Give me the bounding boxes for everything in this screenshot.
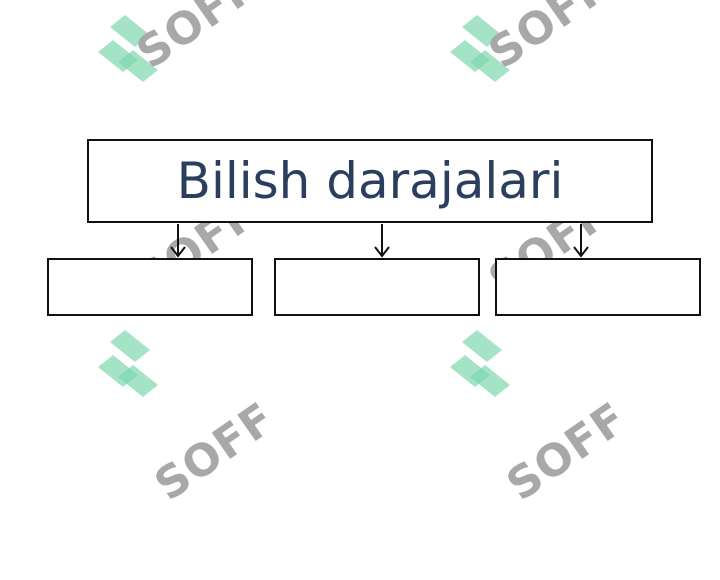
- arrow-head-icon: [170, 246, 186, 258]
- arrow-head-icon: [374, 246, 390, 258]
- title-box: Bilish darajalari: [87, 139, 653, 223]
- diagram-title: Bilish darajalari: [176, 152, 564, 210]
- connector-arrows: [170, 224, 589, 258]
- child-box-3: [495, 258, 701, 316]
- arrow-head-icon: [573, 246, 589, 258]
- child-box-1: [47, 258, 253, 316]
- child-box-2: [274, 258, 480, 316]
